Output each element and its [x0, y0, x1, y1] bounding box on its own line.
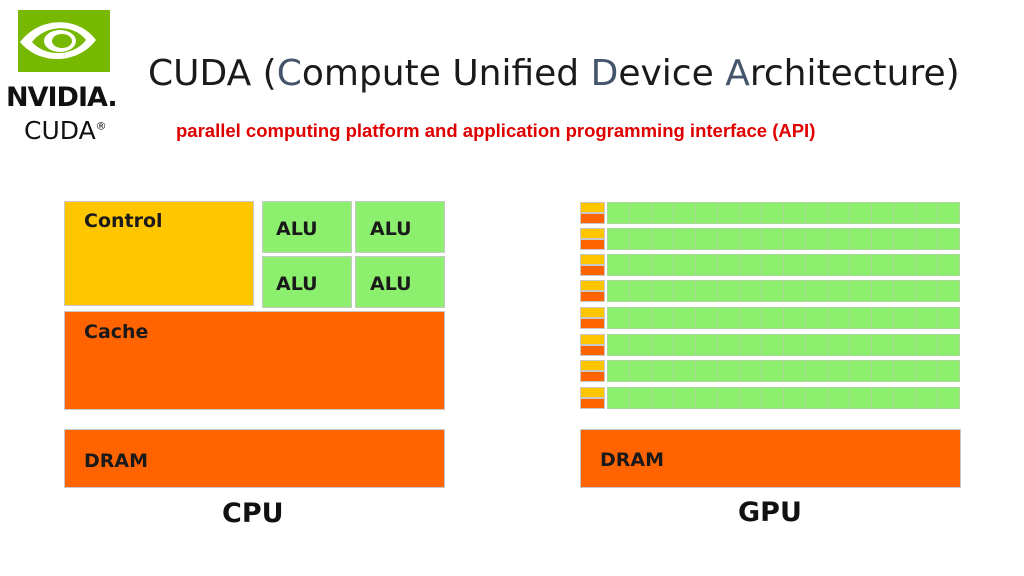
gpu-control-cell: [580, 228, 605, 239]
cpu-alu-block: [262, 201, 352, 253]
gpu-alu-cells: [607, 280, 960, 302]
gpu-cache-cell: [580, 398, 605, 409]
cpu-alu-block: [262, 256, 352, 308]
title-part: evice: [618, 53, 726, 94]
registered-mark: ®: [95, 119, 107, 133]
cpu-alu-label: ALU: [370, 273, 412, 295]
gpu-control-cell: [580, 280, 605, 291]
gpu-control-cell: [580, 360, 605, 371]
title-letter-c: C: [276, 53, 302, 94]
title-letter-d: D: [590, 53, 619, 94]
gpu-control-cell: [580, 202, 605, 213]
cuda-wordmark: CUDA®: [24, 118, 107, 143]
gpu-dram-block: [580, 429, 961, 488]
gpu-core-row: [580, 334, 960, 356]
title-letter-a: A: [725, 53, 750, 94]
cpu-alu-label: ALU: [370, 218, 412, 240]
gpu-cache-cell: [580, 318, 605, 329]
page-title: CUDA (Compute Unified Device Architectur…: [148, 56, 960, 92]
gpu-alu-cells: [607, 202, 960, 224]
cpu-dram-label: DRAM: [84, 450, 149, 472]
gpu-core-row: [580, 387, 960, 409]
cpu-control-block: [64, 201, 254, 306]
gpu-cache-cell: [580, 345, 605, 356]
nvidia-cuda-logo: NVIDIA. CUDA®: [6, 10, 132, 150]
gpu-cache-cell: [580, 265, 605, 276]
cpu-cache-label: Cache: [84, 321, 149, 343]
cpu-dram-block: [64, 429, 445, 488]
gpu-alu-cells: [607, 387, 960, 409]
cpu-cache-block: [64, 311, 445, 410]
nvidia-wordmark: NVIDIA.: [6, 82, 118, 113]
cpu-alu-label: ALU: [276, 218, 318, 240]
gpu-core-row: [580, 360, 960, 382]
gpu-alu-cells: [607, 307, 960, 329]
gpu-control-cell: [580, 307, 605, 318]
gpu-alu-cells: [607, 228, 960, 250]
cuda-label: CUDA: [24, 116, 96, 145]
gpu-core-row: [580, 228, 960, 250]
title-part: CUDA (: [148, 53, 277, 94]
nvidia-eye-icon: [18, 10, 110, 72]
gpu-alu-cells: [607, 360, 960, 382]
gpu-alu-cells: [607, 254, 960, 276]
subtitle: parallel computing platform and applicat…: [176, 120, 816, 141]
cpu-alu-block: [355, 256, 445, 308]
gpu-core-row: [580, 280, 960, 302]
gpu-core-row: [580, 254, 960, 276]
title-part: rchitecture): [749, 53, 960, 94]
title-part: ompute Unified: [301, 53, 591, 94]
gpu-core-row: [580, 202, 960, 224]
cpu-control-label: Control: [84, 210, 163, 232]
gpu-cache-cell: [580, 213, 605, 224]
gpu-control-cell: [580, 387, 605, 398]
gpu-cache-cell: [580, 239, 605, 250]
gpu-cache-cell: [580, 371, 605, 382]
gpu-control-cell: [580, 334, 605, 345]
gpu-caption: GPU: [738, 497, 802, 528]
cpu-caption: CPU: [222, 498, 284, 529]
gpu-cache-cell: [580, 291, 605, 302]
cpu-alu-label: ALU: [276, 273, 318, 295]
gpu-alu-cells: [607, 334, 960, 356]
gpu-control-cell: [580, 254, 605, 265]
gpu-core-row: [580, 307, 960, 329]
cpu-alu-block: [355, 201, 445, 253]
gpu-dram-label: DRAM: [600, 449, 665, 471]
